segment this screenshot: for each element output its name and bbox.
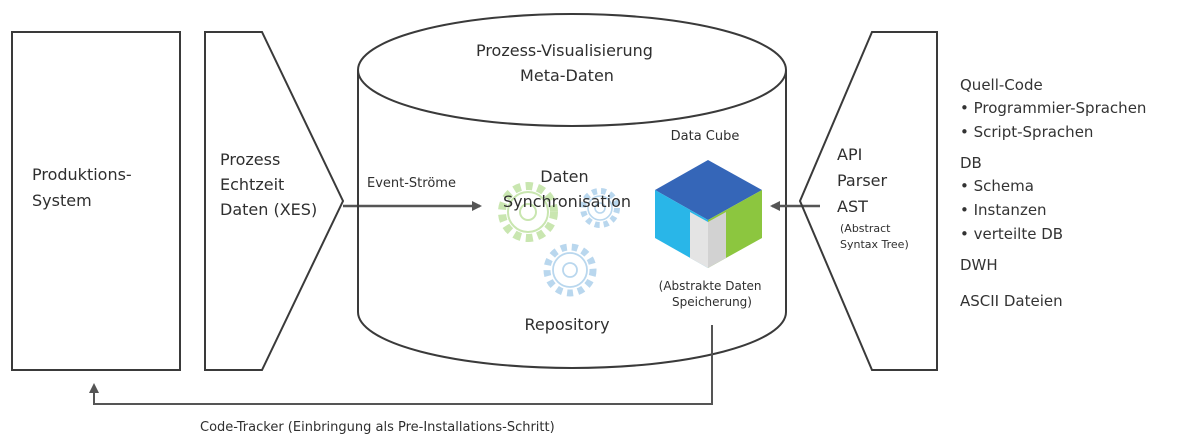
cube-title: Data Cube xyxy=(671,129,740,144)
gear-icon xyxy=(580,188,620,228)
source-heading: DB xyxy=(960,154,982,172)
gear-icon xyxy=(498,182,558,242)
source-list-item: • Programmier-Sprachen xyxy=(960,99,1147,117)
sync-label: Daten Synchronisation xyxy=(503,167,631,211)
source-heading: DWH xyxy=(960,256,998,274)
repository-cylinder-top xyxy=(357,13,787,127)
cube-caption: (Abstrakte Daten Speicherung) xyxy=(659,279,766,309)
repository-label: Repository xyxy=(524,315,609,334)
source-heading: ASCII Dateien xyxy=(960,292,1063,310)
parser-label: API Parser AST xyxy=(837,145,892,216)
source-list-item: • Schema xyxy=(960,177,1034,195)
gear-icon xyxy=(543,243,597,297)
process-data-label: Prozess Echtzeit Daten (XES) xyxy=(220,150,317,219)
source-heading: Quell-Code xyxy=(960,76,1043,94)
source-list-item: • Instanzen xyxy=(960,201,1047,219)
source-list-item: • verteilte DB xyxy=(960,225,1064,243)
parser-shape xyxy=(798,31,938,371)
parser-sublabel: (Abstract Syntax Tree) xyxy=(840,222,909,251)
source-list: Quell-Code • Programmier-Sprachen • Script… xyxy=(960,74,1198,312)
event-stream-label: Event-Ströme xyxy=(367,176,456,191)
source-list-item: • Script-Sprachen xyxy=(960,123,1094,141)
data-cube-icon xyxy=(655,160,762,268)
repository-top-label: Prozess-Visualisierung Meta-Daten xyxy=(476,41,658,85)
production-system-box xyxy=(11,31,181,371)
repository-cylinder-body xyxy=(357,70,787,369)
code-tracker-label: Code-Tracker (Einbringung als Pre-Instal… xyxy=(200,420,555,435)
code-tracker-arrow xyxy=(89,325,713,405)
production-system-label: Produktions- System xyxy=(32,165,137,210)
process-data-shape xyxy=(204,31,345,371)
